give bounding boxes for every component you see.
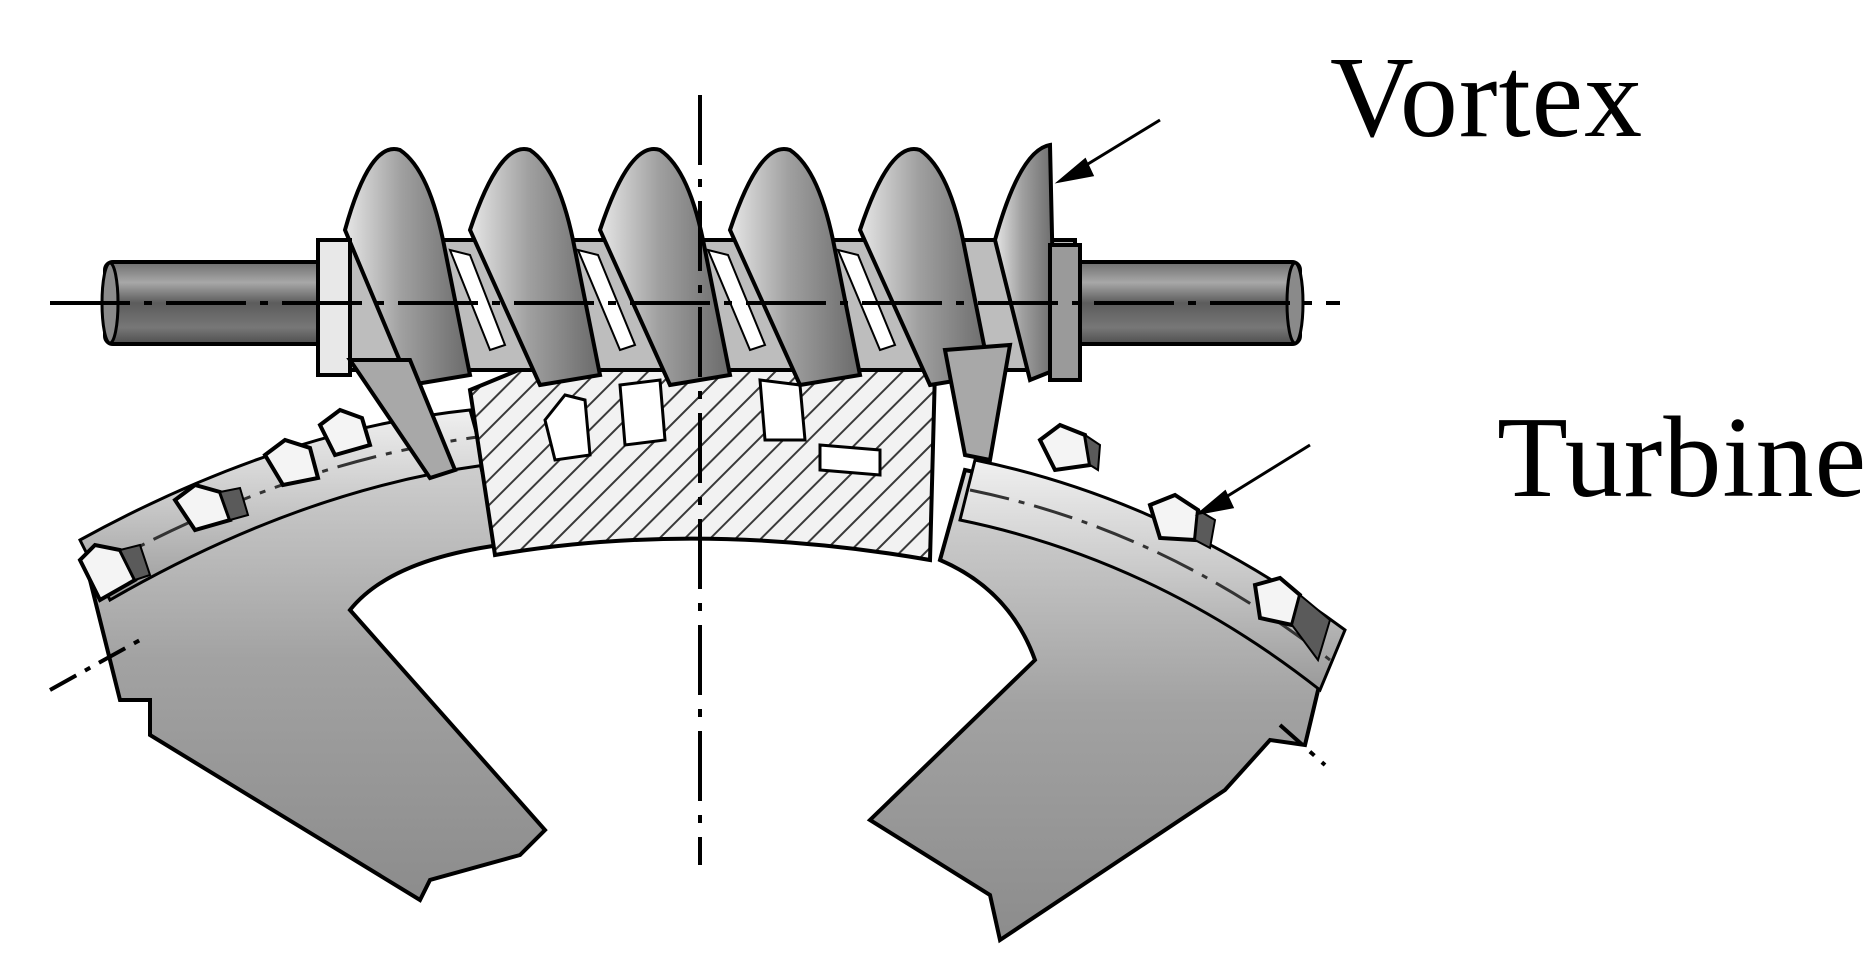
worm-wheel-left: [77, 407, 548, 903]
center-axis: [49, 95, 1340, 865]
worm-wheel-right: [866, 422, 1347, 944]
hatched-section: [467, 339, 938, 563]
turbine-leader-arrow: [1194, 443, 1311, 516]
vortex-label: Vortex: [1330, 34, 1644, 162]
vortex-leader-arrow: [1054, 118, 1161, 184]
turbine-label: Turbine: [1497, 394, 1868, 522]
